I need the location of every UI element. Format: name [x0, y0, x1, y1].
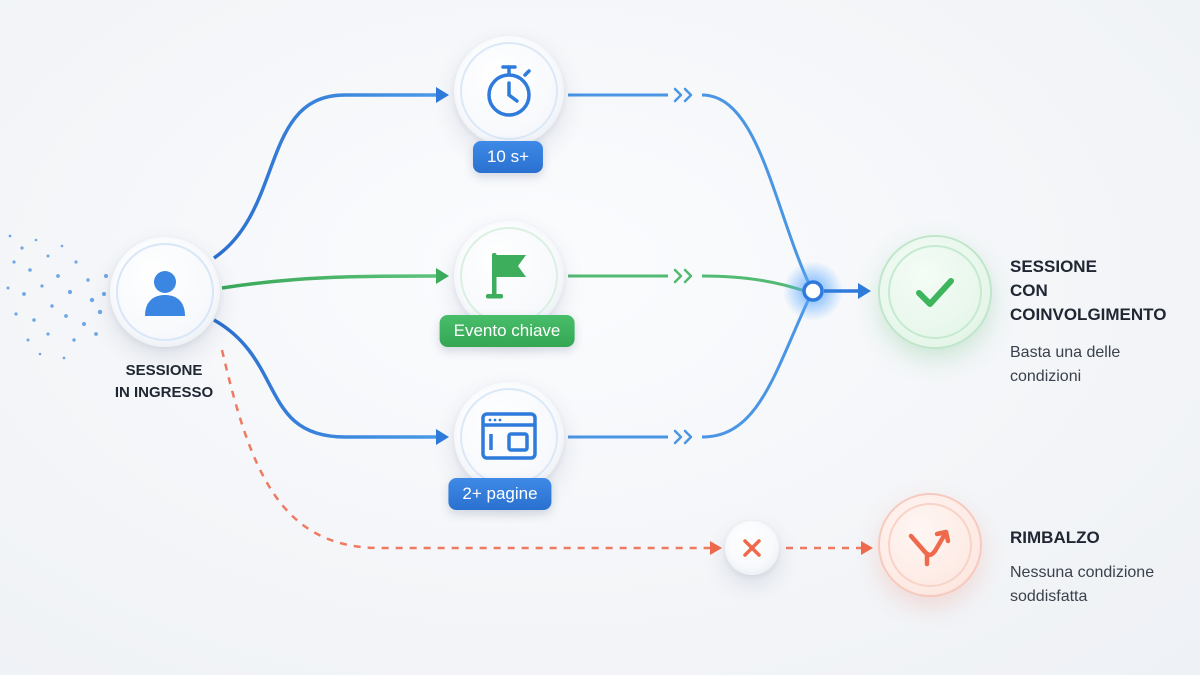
engaged-title: SESSIONE CON COINVOLGIMENTO — [1010, 257, 1167, 324]
source-label: SESSIONE IN INGRESSO — [114, 362, 214, 401]
connector-to-event — [221, 274, 439, 290]
connector-bounce-dashed — [220, 349, 712, 550]
engaged-node — [880, 237, 990, 347]
chevrons-time — [673, 87, 693, 103]
particle-dots — [6, 234, 108, 360]
bounce-title: RIMBALZO — [1010, 528, 1100, 547]
condition-node-pages — [454, 382, 564, 492]
arrowhead-event — [436, 268, 449, 284]
arrowhead-engaged — [858, 283, 871, 299]
condition-label-event: Evento chiave — [439, 315, 575, 347]
fail-node — [725, 521, 779, 575]
arrowhead-time — [436, 87, 449, 103]
bounce-description: Nessuna condizione soddisfatta — [1010, 564, 1155, 605]
connector-to-time — [213, 93, 438, 260]
condition-label-time: 10 s+ — [472, 141, 544, 173]
arrowhead-pages — [436, 429, 449, 445]
bounce-node — [880, 495, 980, 595]
chevrons-pages — [673, 429, 693, 445]
x-mark-icon — [743, 539, 761, 557]
condition-node-event — [454, 221, 564, 331]
arrowhead-bounce — [861, 541, 873, 555]
source-node — [110, 237, 220, 347]
engaged-description: Basta una delle condizioni — [1010, 344, 1121, 385]
connector-pages-merge-curve — [701, 291, 814, 439]
condition-label-pages: 2+ pagine — [448, 478, 552, 510]
chevrons-event — [673, 268, 693, 284]
condition-node-time — [454, 36, 564, 146]
connector-to-pages — [213, 318, 438, 439]
connector-time-merge-curve — [701, 93, 814, 291]
merge-node — [802, 280, 824, 302]
arrowhead-to-fail — [710, 541, 722, 555]
